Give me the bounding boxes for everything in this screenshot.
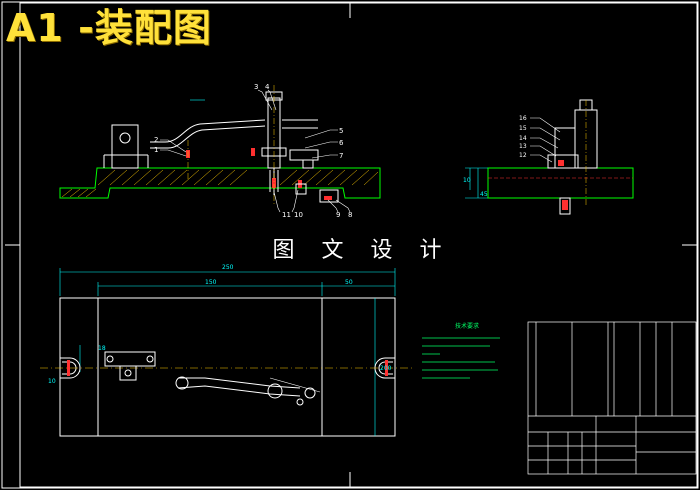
dimension-label: 200 <box>380 365 392 372</box>
title-block <box>527 321 697 475</box>
balloon: 9 <box>336 211 340 219</box>
balloon: 16 <box>519 115 527 122</box>
top-dims <box>59 268 396 436</box>
balloon: 5 <box>339 127 343 135</box>
technical-notes <box>422 337 500 379</box>
balloon: 10 <box>294 211 303 219</box>
balloon: 6 <box>339 139 344 147</box>
balloon: 11 <box>282 211 291 219</box>
base-hatch <box>61 169 379 198</box>
top-view <box>40 268 415 437</box>
base-plate <box>59 167 381 199</box>
dimension-label: 150 <box>205 279 217 286</box>
dimension-label: 45 <box>480 191 488 198</box>
balloon: 12 <box>519 152 527 159</box>
top-plate <box>59 297 396 437</box>
dimension-label: 250 <box>222 264 234 271</box>
workpiece-arm <box>150 119 266 143</box>
watermark: 图 文 设 计 <box>272 238 452 263</box>
dimension-label: 10 <box>463 177 471 184</box>
support-hole <box>119 132 131 144</box>
front-balloons: 3 4 5 6 7 2 1 11 10 9 8 <box>154 83 352 219</box>
balloon: 14 <box>519 135 527 142</box>
front-view <box>59 85 381 213</box>
notes-heading: 技术要求 <box>455 322 479 330</box>
drawing-title: A1 -装配图 <box>6 6 212 50</box>
top-dim-labels: 250 150 50 18 200 10 <box>48 264 392 385</box>
balloon: 4 <box>265 83 270 91</box>
dimension-label: 18 <box>98 345 106 352</box>
balloon: 8 <box>348 211 352 219</box>
balloon: 7 <box>339 152 343 160</box>
balloon: 2 <box>154 136 158 144</box>
side-view <box>465 99 634 215</box>
balloon: 13 <box>519 143 527 150</box>
side-balloons: 16 15 14 13 12 <box>519 115 527 159</box>
front-leaders <box>160 89 351 213</box>
balloon: 3 <box>254 83 258 91</box>
side-dims: 10 45 <box>463 177 488 198</box>
balloon: 15 <box>519 125 527 132</box>
balloon: 1 <box>154 146 158 154</box>
dimension-label: 50 <box>345 279 353 286</box>
support-block <box>111 124 139 169</box>
dimension-label: 10 <box>48 378 56 385</box>
